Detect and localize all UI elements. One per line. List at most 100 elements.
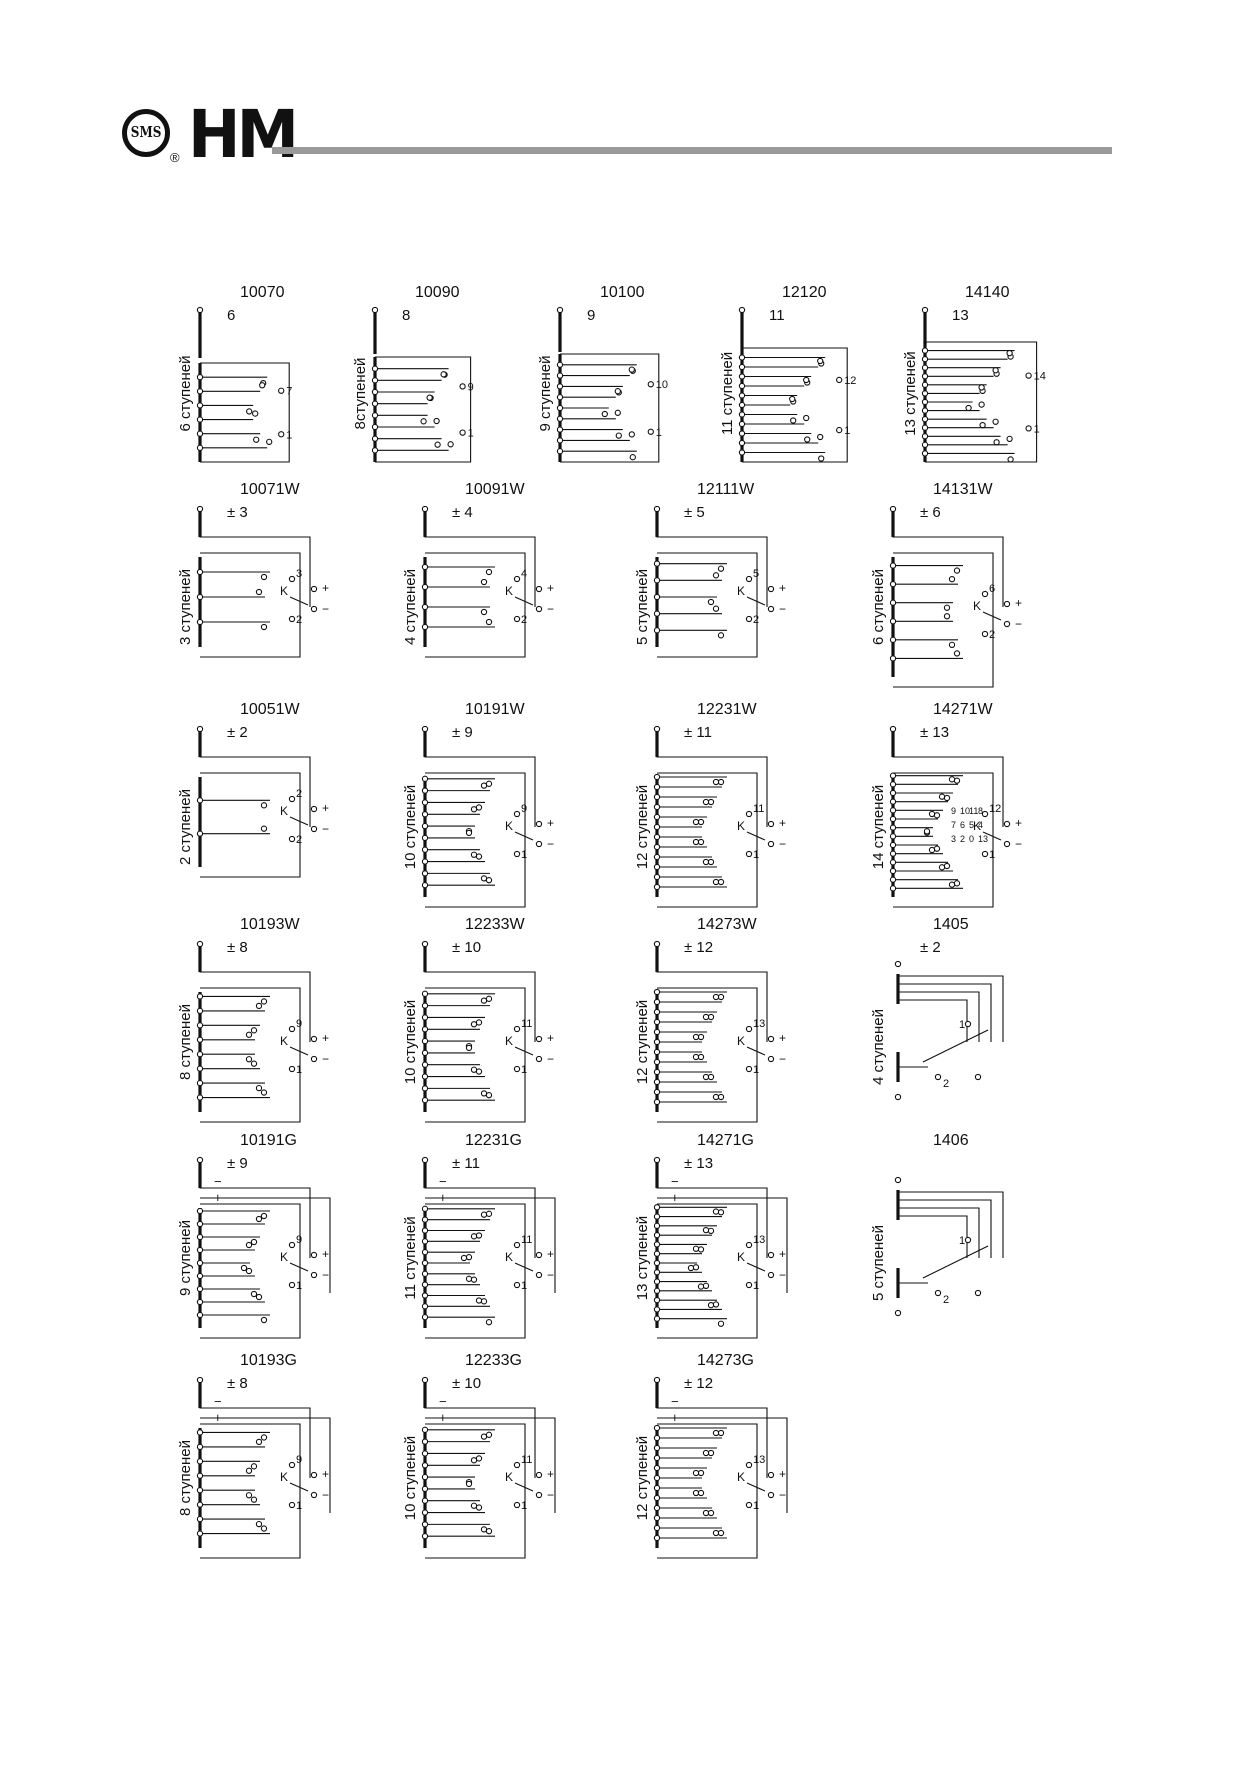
tap-contact <box>196 618 204 626</box>
tap-contact <box>738 411 746 418</box>
tap-contact <box>921 441 929 449</box>
winding-frame <box>200 772 301 878</box>
terminal-label-low: 1 <box>753 849 759 861</box>
minus-label: − <box>779 1052 786 1066</box>
diagram-step-value: ± 11 <box>452 1155 480 1172</box>
diagram-step-value: 13 <box>952 307 969 324</box>
changeover-plus-terminal <box>310 585 318 593</box>
tap-contact <box>371 435 379 442</box>
tap-contact <box>421 603 429 611</box>
coarse-minus-sign: − <box>439 1174 447 1189</box>
tap-contact <box>653 1269 661 1276</box>
terminal-label-low: 1 <box>296 1280 302 1292</box>
selector-contact <box>245 1241 253 1249</box>
selector-contact <box>260 1212 268 1220</box>
tap-contact <box>421 870 429 877</box>
tap-contact <box>196 388 204 395</box>
tap-contact <box>371 412 379 419</box>
selector-contact <box>1007 456 1014 463</box>
selector-contact <box>702 1282 710 1290</box>
terminal-label-high: 11 <box>521 1454 532 1466</box>
selector-contact <box>717 778 725 786</box>
changeover-plus-terminal <box>310 805 318 813</box>
changeover-plus-terminal <box>310 1471 318 1479</box>
plus-label: + <box>779 581 786 595</box>
tap-number-label: 4 <box>978 820 983 830</box>
selector-contact <box>260 1525 268 1532</box>
terminal-low <box>981 850 989 858</box>
tap-contact <box>196 1220 204 1228</box>
tap-contact <box>421 623 429 631</box>
terminal-high <box>288 575 296 583</box>
terminal-label-high: 7 <box>286 386 292 398</box>
selector-contact <box>692 838 700 846</box>
tap-contact <box>653 883 661 891</box>
terminal-low <box>1025 425 1032 432</box>
tap-contact <box>421 1281 429 1288</box>
diagram-step-value: ± 13 <box>920 724 949 741</box>
selector-contact <box>692 1469 700 1477</box>
tap-contact <box>196 1233 204 1241</box>
tap-contact <box>556 404 564 412</box>
tap-contact <box>196 430 204 437</box>
selector-contact <box>707 1509 715 1517</box>
tap-contact <box>653 1484 661 1492</box>
terminal-label-low: 1 <box>989 849 995 861</box>
selector-contact <box>447 441 454 448</box>
preselector-terminal <box>653 505 661 513</box>
changeover-minus-terminal <box>767 1271 775 1279</box>
tap-contact <box>653 1454 661 1462</box>
selector-contact <box>255 1520 263 1528</box>
tap-contact <box>196 1458 204 1465</box>
selector-contact <box>420 418 427 425</box>
selector-contact <box>707 798 715 806</box>
terminal-high <box>459 383 466 390</box>
selector-contact <box>250 1238 258 1246</box>
changeover-minus-terminal <box>535 1055 543 1063</box>
selector-contact <box>470 1502 478 1509</box>
terminal-label-low: 2 <box>943 1294 949 1306</box>
tap-contact <box>421 1473 429 1481</box>
tap-contact <box>196 993 204 1000</box>
selector-contact <box>255 588 263 596</box>
tap-contact <box>421 1521 429 1528</box>
terminal-high <box>981 810 989 818</box>
selector-contact <box>480 1433 488 1440</box>
preselector-wire <box>424 511 536 607</box>
terminal-label-low: 1 <box>286 429 292 441</box>
tap-contact <box>889 824 897 831</box>
selector-contact <box>470 1066 478 1073</box>
selector-contact <box>260 998 268 1005</box>
tap-contact <box>421 1249 429 1256</box>
tap-number-label: 9 <box>951 806 956 816</box>
selector-contact <box>255 1002 263 1010</box>
tap-contact <box>653 560 661 567</box>
changeover-minus-terminal <box>310 605 318 613</box>
terminal-low <box>836 426 843 434</box>
selector-contact <box>717 1320 725 1327</box>
tap-contact <box>653 1038 661 1046</box>
preselector-terminal <box>196 505 204 513</box>
selector-contact <box>628 431 635 438</box>
selector-contact <box>245 1467 253 1474</box>
k-contact-label: K <box>280 1250 288 1264</box>
winding-frame <box>200 987 301 1123</box>
k-contact-label: K <box>737 584 745 598</box>
terminal-low <box>513 1501 521 1509</box>
plus-label: + <box>547 1467 554 1481</box>
selector-contact <box>707 1227 715 1235</box>
tap-contact <box>653 593 661 601</box>
changeover-plus-terminal <box>310 1035 318 1043</box>
selector-contact <box>712 1301 720 1308</box>
terminal-high <box>288 795 296 803</box>
terminal-high <box>513 575 521 583</box>
winding-frame <box>425 772 526 908</box>
selector-contact <box>717 878 725 886</box>
diagram-code: 12231G <box>465 1132 522 1149</box>
